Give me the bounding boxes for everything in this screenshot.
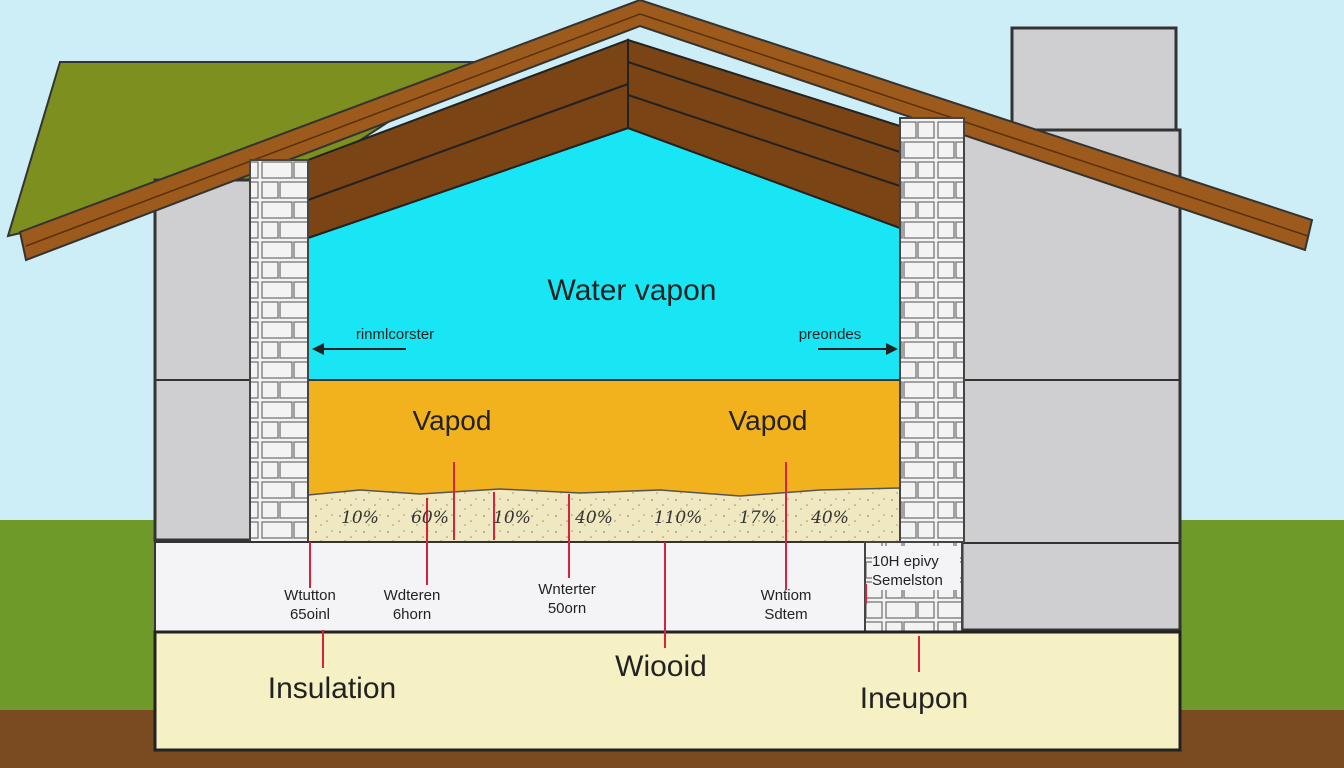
percent-label: 40% [811,508,849,528]
percent-label: 110% [653,508,703,528]
right-arrowhead [886,343,898,355]
floor-label-1: Wtutton 65oinl [284,587,336,623]
left-brick-column [249,159,309,543]
vapod-left-label: Vapod [412,405,492,436]
floor-label-4: Wntiom Sdtem [760,587,812,623]
percent-label: 40% [575,508,613,528]
floor-label-2: Wdteren 6horn [383,587,441,623]
right-arrow-label: preondes [798,326,862,343]
percent-label: 60% [411,508,449,528]
water-vapor-label: Water vapon [547,274,717,307]
right-brick-column [899,117,965,543]
wiooid-label: Wiooid [615,650,707,683]
percent-label: 10% [341,508,379,528]
foundation-layer [153,630,1182,752]
percent-label: 17% [739,508,777,528]
right-block-label: 10H epivy Semelston [872,553,943,589]
left-gray-wall [153,178,253,542]
ineupon-label: Ineupon [859,682,969,715]
floor-layer [154,541,866,633]
left-arrow-label: rinmlcorster [355,326,435,343]
floor-label-3: Wnterter 50orn [538,581,596,617]
red-marker-lines [309,462,920,672]
left-arrowhead [312,343,324,355]
vapod-right-label: Vapod [728,405,808,436]
main-roof [18,0,1314,262]
percent-label: 10% [493,508,531,528]
insulation-label: Insulation [267,672,397,705]
vapod-zone [307,379,901,501]
